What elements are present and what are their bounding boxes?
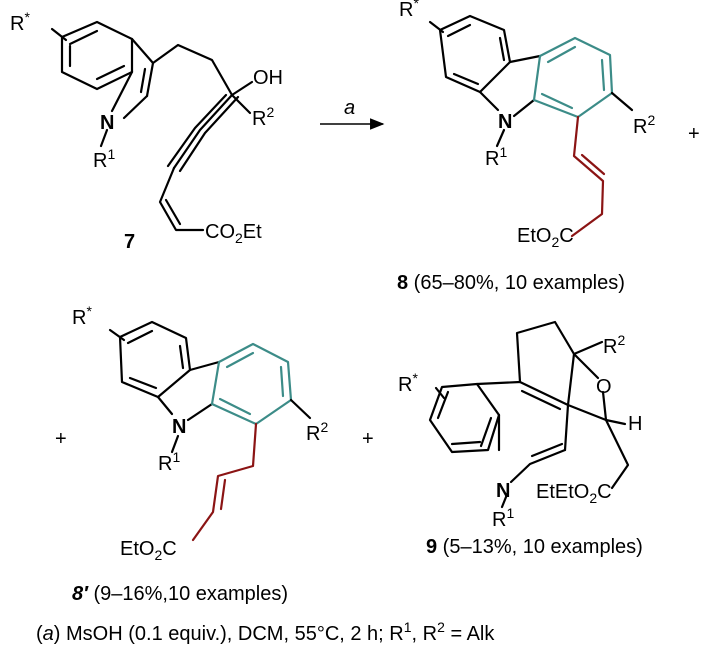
r2-8p: R2 xyxy=(306,419,328,445)
r1-8: R1 xyxy=(485,144,507,170)
reaction-conditions: (a) MsOH (0.1 equiv.), DCM, 55°C, 2 h; R… xyxy=(36,619,495,645)
nitrogen-8: N xyxy=(498,111,512,133)
plus-sign-2: + xyxy=(55,428,67,450)
r1-7: R1 xyxy=(93,146,115,172)
r2-8: R2 xyxy=(633,112,655,138)
ester-8p: EtO2C xyxy=(120,538,177,563)
compound-7-atoms: R* N R1 OH R2 CO2Et xyxy=(10,9,283,246)
r1-9: R1 xyxy=(492,505,514,531)
nitrogen-8p: N xyxy=(172,416,186,438)
compound-8-atoms: R* N R1 R2 EtO2C xyxy=(399,0,655,250)
ester-8: EtO2C xyxy=(517,225,574,250)
nitrogen-7: N xyxy=(100,112,114,134)
r2-9: R2 xyxy=(603,332,625,358)
plus-sign-3: + xyxy=(362,428,374,450)
compound-9-atoms: R* N R1 R2 O H EtEtO2C xyxy=(398,332,642,531)
r2-7: R2 xyxy=(252,104,274,130)
compound-8-structure xyxy=(428,14,634,238)
compound-7-label: 7 xyxy=(124,231,135,253)
hydrogen-9: H xyxy=(628,413,642,435)
compound-8-prime-atoms: R* N R1 R2 EtO2C xyxy=(72,303,328,563)
r-star-8: R* xyxy=(399,0,419,21)
compound-8-caption: 8 (65–80%, 10 examples) xyxy=(397,272,625,294)
compound-7-structure xyxy=(50,20,254,232)
arrow-condition-label: a xyxy=(344,97,355,119)
ester-7: CO2Et xyxy=(205,221,262,246)
oxygen-9: O xyxy=(596,376,612,398)
hydroxyl-7: OH xyxy=(253,67,283,89)
r-star-9: R* xyxy=(398,370,418,396)
compound-9-caption: 9 (5–13%, 10 examples) xyxy=(426,536,643,558)
ester-9: EtEtO2C xyxy=(536,481,612,506)
nitrogen-9: N xyxy=(496,480,510,502)
r1-8p: R1 xyxy=(158,449,180,475)
compound-9-structure xyxy=(428,320,630,509)
r-star-7: R* xyxy=(10,9,30,35)
r-star-8p: R* xyxy=(72,303,92,329)
plus-sign-1: + xyxy=(688,123,700,145)
compound-8-prime-structure xyxy=(108,320,312,542)
compound-8-prime-caption: 8′ (9–16%,10 examples) xyxy=(72,583,288,605)
